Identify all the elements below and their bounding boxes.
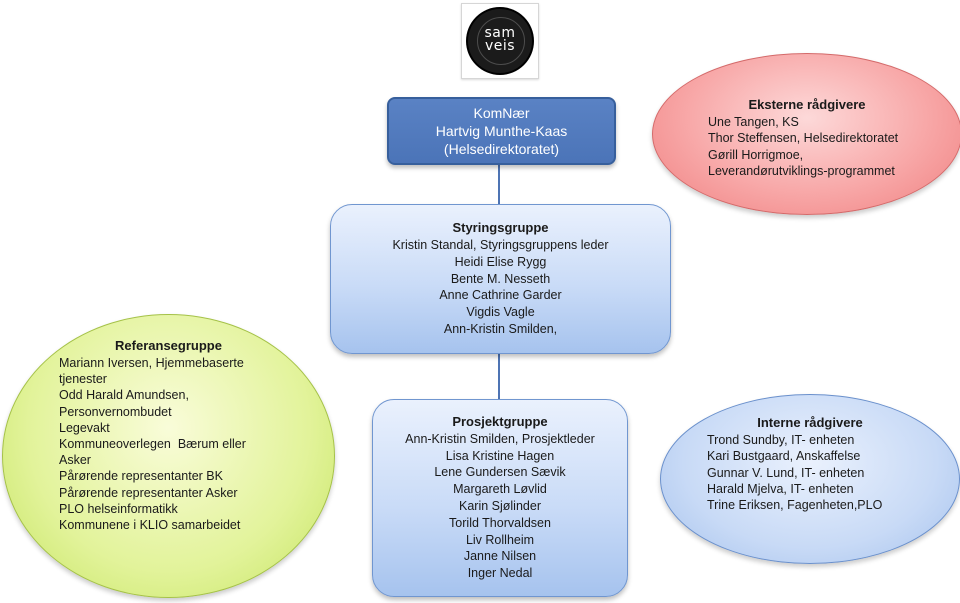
member: Une Tangen, KS [708, 115, 799, 129]
interne-heading: Interne rådgivere [757, 415, 863, 430]
prosjektgruppe-heading: Prosjektgruppe [452, 414, 548, 430]
member: Legevakt [59, 420, 110, 435]
member: Mariann Iversen, Hjemmebaserte [59, 356, 244, 370]
member: Bente M. Nesseth [450, 271, 551, 286]
interne-members: Trond Sundby, IT- enheten Kari Bustgaard… [707, 432, 882, 513]
member: Odd Harald Amundsen, [59, 388, 189, 403]
referansegruppe-heading: Referansegruppe [115, 338, 222, 353]
member: Harald Mjelva, IT- enheten [707, 481, 854, 496]
member: Kommuneoverlegen Bærum eller [59, 437, 246, 452]
member: Asker [59, 453, 91, 468]
member: Pårørende representanter Asker [59, 485, 238, 500]
member: Lisa Kristine Hagen [445, 448, 555, 463]
member: Heidi Elise Rygg [454, 254, 547, 269]
eksterne-radgivere-ellipse: Eksterne rådgivere Une Tangen, KS Thor S… [652, 53, 960, 215]
member: Kari Bustgaard, Anskaffelse [707, 449, 861, 464]
samveis-logo: sam veis [461, 3, 539, 79]
komnaer-name: Hartvig Munthe-Kaas [435, 123, 568, 139]
member: Liv Rollheim [465, 532, 535, 547]
komnaer-box: KomNær Hartvig Munthe-Kaas (Helsedirekto… [387, 97, 616, 165]
member: Anne Cathrine Garder [439, 288, 562, 303]
member: Inger Nedal [467, 566, 533, 581]
member: Janne Nilsen [463, 549, 537, 564]
member: Thor Steffensen, Helsedirektoratet [708, 131, 899, 146]
interne-radgivere-ellipse: Interne rådgivere Trond Sundby, IT- enhe… [660, 394, 960, 564]
eksterne-members: Une Tangen, KS Thor Steffensen, Helsedir… [708, 114, 898, 179]
member: PLO helseinformatikk [59, 501, 178, 516]
eksterne-heading: Eksterne rådgivere [748, 97, 866, 112]
member: Ann-Kristin Smilden, [443, 321, 558, 336]
member: Karin Sjølinder [459, 499, 541, 513]
logo-circle: sam veis [468, 9, 532, 73]
komnaer-org: (Helsedirektoratet) [443, 141, 560, 157]
member: Gørill Horrigmoe, [708, 147, 804, 162]
member: Kommunene i KLIO samarbeidet [59, 518, 241, 533]
komnaer-title: KomNær [473, 105, 530, 121]
styringsgruppe-heading: Styringsgruppe [452, 220, 549, 236]
logo-ring [477, 17, 525, 65]
referansegruppe-ellipse: Referansegruppe Mariann Iversen, Hjemmeb… [2, 314, 335, 598]
member: Kristin Standal, Styringsgruppens leder [392, 238, 609, 252]
member: Trine Eriksen, Fagenheten,PLO [707, 498, 883, 513]
prosjektgruppe-box: Prosjektgruppe Ann-Kristin Smilden, Pros… [372, 399, 628, 597]
member: Gunnar V. Lund, IT- enheten [707, 465, 865, 480]
member: Trond Sundby, IT- enheten [707, 433, 855, 447]
member: tjenester [59, 372, 107, 387]
member: Lene Gundersen Sævik [434, 465, 566, 480]
member: Personvernombudet [59, 404, 172, 419]
styringsgruppe-box: Styringsgruppe Kristin Standal, Styrings… [330, 204, 671, 354]
member: Margareth Løvlid [453, 482, 547, 497]
member: Leverandørutviklings-programmet [708, 163, 895, 178]
member: Vigdis Vagle [466, 305, 535, 320]
connector-komnaer-styringsgruppe [498, 161, 500, 205]
referansegruppe-members: Mariann Iversen, Hjemmebaserte tjenester… [59, 355, 246, 533]
logo-text-line1: sam [484, 25, 516, 41]
member: Pårørende representanter BK [59, 469, 223, 484]
member: Torild Thorvaldsen [449, 515, 551, 530]
logo-text-line2: veis [484, 38, 516, 54]
member: Ann-Kristin Smilden, Prosjektleder [405, 431, 595, 446]
connector-styringsgruppe-prosjektgruppe [498, 352, 500, 400]
